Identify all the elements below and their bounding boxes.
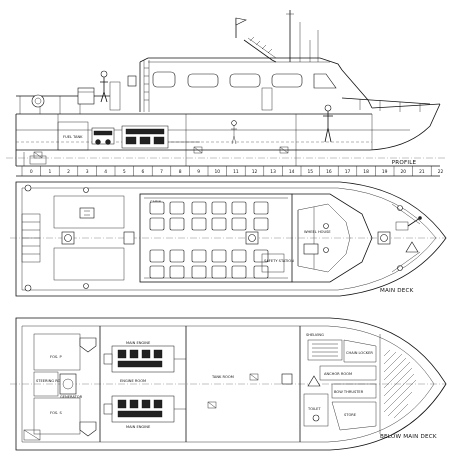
frame-number: 18 — [363, 169, 369, 175]
seat — [191, 249, 207, 263]
seat — [149, 249, 165, 263]
passenger-seats — [149, 201, 269, 279]
seat — [149, 201, 165, 215]
frame-number: 3 — [86, 169, 89, 175]
seat — [191, 217, 207, 231]
frame-number: 22 — [438, 169, 444, 175]
main-deck-view-title: MAIN DECK — [380, 288, 414, 294]
main-deck-view: CABIN SAFETY STATION WHEEL HOUSE MAIN DE… — [10, 181, 447, 297]
tank-room-label: TANK ROOM — [211, 375, 234, 379]
generator-label: GENERATOR — [60, 395, 83, 399]
chain-locker-label: CHAIN LOCKER — [346, 351, 373, 355]
flag-icon — [235, 17, 247, 38]
frame-number: 15 — [308, 169, 314, 175]
seat — [231, 249, 247, 263]
seat — [149, 217, 165, 231]
rudder-icon — [59, 373, 77, 395]
frame-number: 9 — [197, 169, 200, 175]
seat — [169, 201, 185, 215]
frame-number: 13 — [270, 169, 276, 175]
frame-number: 8 — [179, 169, 182, 175]
main-engine-starboard — [103, 395, 175, 423]
seat — [253, 217, 269, 231]
frame-number: 21 — [419, 169, 425, 175]
anchor-room-label: ANCHOR ROOM — [324, 372, 352, 376]
seat — [211, 217, 227, 231]
frame-number: 5 — [123, 169, 126, 175]
profile-view: FUEL TANK PROFILE — [6, 10, 446, 177]
seat — [191, 265, 207, 279]
anchor-windlass-icon — [395, 216, 422, 231]
engine-icon — [91, 127, 115, 145]
fos-port-label: FOS. P — [50, 355, 62, 359]
seat — [169, 217, 185, 231]
steering-room-label: STEERING ROOM — [36, 379, 66, 383]
toilet-label: TOILET — [307, 407, 321, 411]
bow-thruster-label: BOW THRUSTER — [334, 390, 364, 394]
store-label: STORE — [344, 413, 357, 417]
below-main-deck-view-title: BELOW MAIN DECK — [380, 434, 437, 440]
shelving-label: SHELVING — [306, 333, 324, 337]
fuel-tank-label: FUEL TANK — [63, 135, 83, 139]
warning-triangle-icon — [307, 375, 321, 387]
frame-number: 0 — [30, 169, 33, 175]
profile-view-title: PROFILE — [392, 160, 417, 166]
seat — [211, 265, 227, 279]
seat — [169, 249, 185, 263]
frame-number: 10 — [215, 169, 221, 175]
main-engine-bottom-label: MAIN ENGINE — [126, 425, 151, 429]
below-main-deck-view: FOS. P FOS. S STEERING ROOM GENERATOR MA… — [10, 317, 447, 451]
frame-number: 14 — [289, 169, 295, 175]
frame-number: 12 — [252, 169, 258, 175]
wheelhouse-label: WHEEL HOUSE — [304, 230, 331, 234]
frame-number: 4 — [104, 169, 107, 175]
frame-number: 1 — [49, 169, 52, 175]
tank-hatch-icon — [79, 337, 97, 437]
frame-number: 19 — [382, 169, 388, 175]
warning-triangle-icon — [405, 241, 419, 253]
frame-number: 2 — [67, 169, 70, 175]
frame-number: 6 — [142, 169, 145, 175]
seat — [253, 249, 269, 263]
seat — [191, 201, 207, 215]
seat — [231, 201, 247, 215]
engine-icon — [121, 125, 169, 149]
frame-number: 11 — [233, 169, 239, 175]
person-icon — [231, 120, 237, 145]
frame-number: 16 — [326, 169, 332, 175]
frame-number: 7 — [160, 169, 163, 175]
person-icon — [100, 70, 108, 103]
seat — [253, 201, 269, 215]
main-engine-port — [103, 345, 175, 373]
frame-number: 17 — [345, 169, 351, 175]
frame-number: 20 — [401, 169, 407, 175]
engine-room-label: ENGINE ROOM — [120, 379, 146, 383]
person-icon — [323, 104, 333, 143]
seat — [149, 265, 165, 279]
seat — [231, 265, 247, 279]
main-engine-top-label: MAIN ENGINE — [126, 341, 151, 345]
safety-station-label: SAFETY STATION — [264, 259, 294, 263]
seat — [211, 249, 227, 263]
seat — [231, 217, 247, 231]
fos-starboard-label: FOS. S — [50, 411, 62, 415]
seat — [169, 265, 185, 279]
seat — [211, 201, 227, 215]
